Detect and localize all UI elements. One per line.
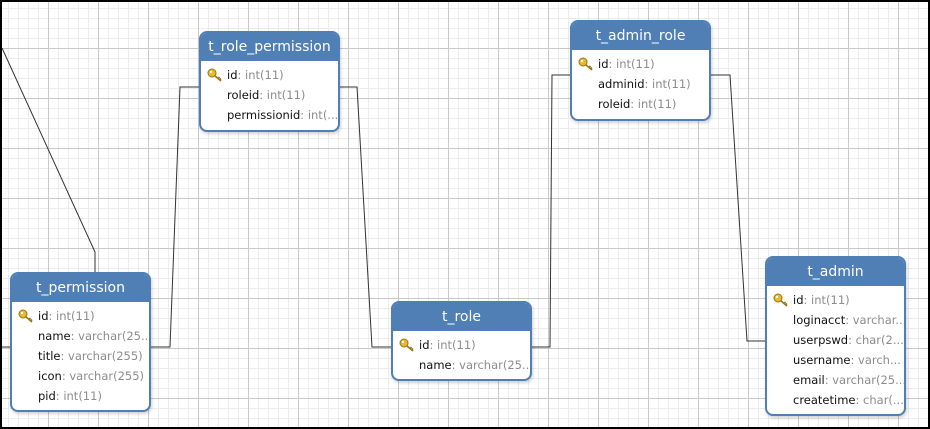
column-type: : varchar(25... (70, 329, 149, 343)
table-t_role_permission[interactable]: t_role_permission id: int(11) roleid: in… (199, 31, 340, 132)
column-row[interactable]: pid: int(11) (12, 386, 149, 406)
column-name: icon (38, 369, 62, 383)
column-row[interactable]: roleid: int(11) (201, 85, 338, 105)
table-t_admin[interactable]: t_admin id: int(11) loginacct: varchar..… (765, 256, 906, 416)
column-name: pid (38, 389, 56, 403)
column-type: : varch... (850, 353, 901, 367)
column-type: : varchar(25... (451, 358, 530, 372)
primary-key-icon (578, 57, 594, 71)
column-list: id: int(11) name: varchar(25... (393, 331, 530, 375)
column-row[interactable]: name: varchar(25... (12, 326, 149, 346)
column-name: id (598, 57, 609, 71)
column-type: : int(11) (237, 68, 284, 82)
column-row[interactable]: loginacct: varchar... (767, 310, 904, 330)
column-type: : varchar(255) (61, 369, 145, 383)
column-name: roleid (598, 97, 631, 111)
column-row[interactable]: id: int(11) (393, 335, 530, 355)
column-type: : int(11) (259, 88, 306, 102)
column-name: title (38, 349, 61, 363)
table-title: t_role_permission (201, 33, 338, 61)
column-row[interactable]: username: varch... (767, 350, 904, 370)
column-list: id: int(11) name: varchar(25... title: v… (12, 302, 149, 406)
column-type: : int(11) (630, 97, 677, 111)
link-permission-self (1, 47, 96, 272)
column-name: email (793, 373, 825, 387)
primary-key-icon (18, 309, 34, 323)
column-name: adminid (598, 77, 645, 91)
column-name: id (793, 293, 804, 307)
column-type: : int(11) (644, 77, 691, 91)
column-type: : int(11) (803, 293, 850, 307)
link-role-permission-role (339, 86, 392, 348)
column-type: : int(11) (55, 389, 102, 403)
link-permission-role-permission (151, 86, 200, 348)
column-name: name (38, 329, 71, 343)
column-name: id (227, 68, 238, 82)
column-type: : varchar(255) (60, 349, 143, 363)
column-type: : int(... (300, 108, 338, 122)
column-name: name (419, 358, 452, 372)
column-list: id: int(11) roleid: int(11) permissionid… (201, 61, 338, 125)
table-title: t_role (393, 303, 530, 331)
column-list: id: int(11) adminid: int(11) roleid: int… (572, 50, 709, 114)
link-role-admin-role (531, 74, 571, 348)
column-list: id: int(11) loginacct: varchar... userps… (767, 286, 904, 410)
column-row[interactable]: id: int(11) (201, 65, 338, 85)
table-t_permission[interactable]: t_permission id: int(11) name: varchar(2… (10, 272, 151, 412)
table-title: t_admin_role (572, 22, 709, 50)
column-type: : int(11) (608, 57, 655, 71)
column-row[interactable]: icon: varchar(255) (12, 366, 149, 386)
column-row[interactable]: name: varchar(25... (393, 355, 530, 375)
column-type: : varchar... (845, 313, 904, 327)
primary-key-icon (399, 338, 415, 352)
table-title: t_admin (767, 258, 904, 286)
column-row[interactable]: adminid: int(11) (572, 74, 709, 94)
column-type: : int(11) (429, 338, 476, 352)
column-name: userpswd (793, 333, 849, 347)
column-row[interactable]: createtime: char(... (767, 390, 904, 410)
column-name: username (793, 353, 851, 367)
table-title: t_permission (12, 274, 149, 302)
column-type: : char(2... (848, 333, 904, 347)
column-name: roleid (227, 88, 260, 102)
column-name: loginacct (793, 313, 846, 327)
primary-key-icon (773, 293, 789, 307)
table-t_admin_role[interactable]: t_admin_role id: int(11) adminid: int(11… (570, 20, 711, 121)
column-row[interactable]: title: varchar(255) (12, 346, 149, 366)
column-name: id (38, 309, 49, 323)
column-row[interactable]: id: int(11) (767, 290, 904, 310)
column-row[interactable]: id: int(11) (12, 306, 149, 326)
link-admin-role-admin (710, 74, 766, 342)
column-name: createtime (793, 393, 856, 407)
column-row[interactable]: roleid: int(11) (572, 94, 709, 114)
column-row[interactable]: id: int(11) (572, 54, 709, 74)
column-row[interactable]: permissionid: int(... (201, 105, 338, 125)
column-type: : int(11) (48, 309, 95, 323)
column-type: : varchar(25... (824, 373, 904, 387)
column-row[interactable]: email: varchar(25... (767, 370, 904, 390)
column-type: : char(... (855, 393, 904, 407)
column-name: id (419, 338, 430, 352)
column-name: permissionid (227, 108, 301, 122)
primary-key-icon (207, 68, 223, 82)
column-row[interactable]: userpswd: char(2... (767, 330, 904, 350)
table-t_role[interactable]: t_role id: int(11) name: varchar(25... (391, 301, 532, 381)
